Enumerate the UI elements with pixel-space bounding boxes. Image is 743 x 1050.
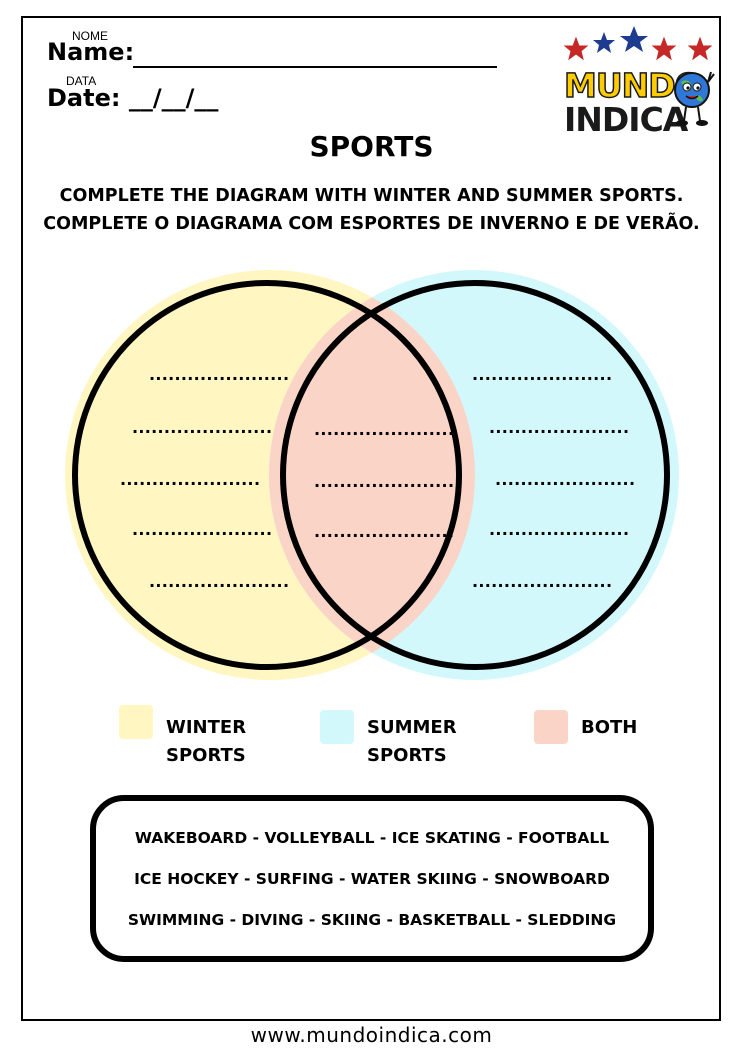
legend-swatch-winter (119, 705, 153, 739)
name-small-label: NOME (72, 29, 108, 43)
both-blank[interactable]: ...................... (314, 522, 455, 541)
word-bank-line: ICE HOCKEY - SURFING - WATER SKIING - SN… (134, 870, 610, 888)
summer-blank[interactable]: ...................... (472, 365, 613, 384)
venn-diagram (65, 270, 679, 680)
summer-blank[interactable]: ...................... (495, 470, 636, 489)
footer-url: www.mundoindica.com (250, 1023, 493, 1047)
legend-summer-line1: SUMMER (367, 717, 457, 738)
legend-winter-line2: SPORTS (166, 745, 246, 766)
both-region (269, 270, 475, 680)
legend-swatch-summer (320, 710, 354, 744)
name-label: Name: (47, 38, 135, 66)
summer-blank[interactable]: ...................... (489, 520, 630, 539)
date-small-label: DATA (66, 74, 97, 88)
winter-blank[interactable]: ...................... (120, 470, 261, 489)
legend-swatch-both (534, 710, 568, 744)
page-title: SPORTS (309, 130, 434, 163)
winter-circle-outline (72, 280, 462, 670)
summer-blank[interactable]: ...................... (472, 572, 613, 591)
both-blank[interactable]: ...................... (314, 472, 455, 491)
stars-icon (563, 26, 713, 61)
winter-blank[interactable]: ...................... (132, 418, 273, 437)
summer-blank[interactable]: ...................... (489, 418, 630, 437)
winter-blank[interactable]: ...................... (132, 520, 273, 539)
word-bank-line: WAKEBOARD - VOLLEYBALL - ICE SKATING - F… (134, 829, 610, 847)
both-blank[interactable]: ...................... (314, 420, 455, 439)
legend-summer-line2: SPORTS (367, 745, 447, 766)
winter-blank[interactable]: ...................... (149, 365, 290, 384)
instruction-english: COMPLETE THE DIAGRAM WITH WINTER AND SUM… (59, 186, 684, 206)
instruction-portuguese: COMPLETE O DIAGRAMA COM ESPORTES DE INVE… (43, 214, 700, 234)
word-bank-line: SWIMMING - DIVING - SKIING - BASKETBALL … (127, 911, 617, 929)
summer-circle-outline (280, 280, 670, 670)
winter-blank[interactable]: ...................... (149, 572, 290, 591)
date-field[interactable]: Date: __/__/__ (47, 84, 219, 112)
logo-word-indica: INDICA (564, 100, 688, 139)
mundo-indica-logo: MUNDO INDICA (560, 24, 720, 139)
word-bank-box: WAKEBOARD - VOLLEYBALL - ICE SKATING - F… (90, 795, 654, 962)
legend-both-label: BOTH (581, 717, 638, 738)
page-frame (21, 16, 721, 1021)
name-line[interactable] (133, 66, 497, 68)
legend-winter-line1: WINTER (166, 717, 247, 738)
globe-mascot-icon (674, 71, 715, 126)
